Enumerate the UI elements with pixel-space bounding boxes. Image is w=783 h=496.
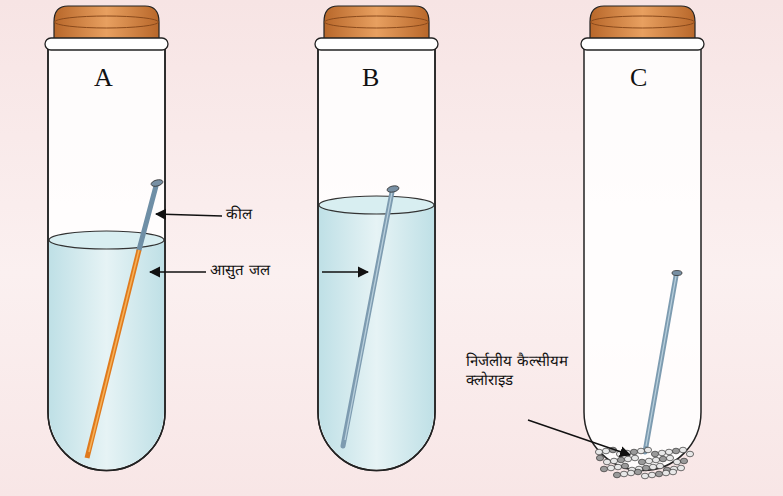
rusted-nail: [87, 179, 164, 458]
granule: [662, 470, 669, 476]
granule: [651, 451, 658, 457]
granule: [656, 463, 663, 469]
test-tube-b: [315, 6, 438, 471]
granule: [624, 456, 631, 462]
granule: [600, 466, 607, 472]
tube-letter: A: [94, 62, 124, 95]
granule: [627, 470, 634, 476]
granule: [610, 458, 617, 464]
granule: [602, 448, 609, 454]
granule: [672, 448, 679, 454]
granule: [686, 451, 693, 457]
granule: [631, 455, 638, 461]
granule: [613, 472, 620, 478]
test-tube-c: [581, 6, 704, 471]
granule: [645, 458, 652, 464]
nail: [645, 271, 682, 453]
granule: [617, 457, 624, 463]
granule: [677, 465, 684, 471]
granule: [658, 450, 665, 456]
granule: [595, 449, 602, 455]
granule: [679, 447, 686, 453]
granule: [638, 459, 645, 465]
granule: [680, 458, 687, 464]
granule: [641, 473, 648, 479]
granule: [620, 471, 627, 477]
part-label: आसुत जल: [210, 261, 320, 280]
tube-letter: B: [362, 62, 392, 95]
granule: [673, 459, 680, 465]
granule: [642, 465, 649, 471]
calcium-chloride-granules: [595, 447, 693, 479]
leader-lines: [150, 214, 630, 455]
granule: [621, 463, 628, 469]
granule: [666, 455, 673, 461]
granule: [659, 456, 666, 462]
tube-letter: C: [630, 62, 660, 95]
granule: [607, 465, 614, 471]
granule: [637, 448, 644, 454]
granule: [603, 459, 610, 465]
part-label: निर्जलीय कैल्सीयम क्लोराइड: [466, 352, 578, 390]
test-tube-a: [45, 6, 168, 471]
part-label: कील: [226, 205, 286, 224]
granule: [652, 457, 659, 463]
nail: [343, 185, 399, 446]
granule: [644, 447, 651, 453]
granule: [596, 455, 603, 461]
granule: [655, 471, 662, 477]
granule: [634, 469, 641, 475]
granule: [649, 464, 656, 470]
granule: [648, 472, 655, 478]
granule: [665, 449, 672, 455]
granule: [669, 469, 676, 475]
granule: [614, 464, 621, 470]
granule: [630, 449, 637, 455]
